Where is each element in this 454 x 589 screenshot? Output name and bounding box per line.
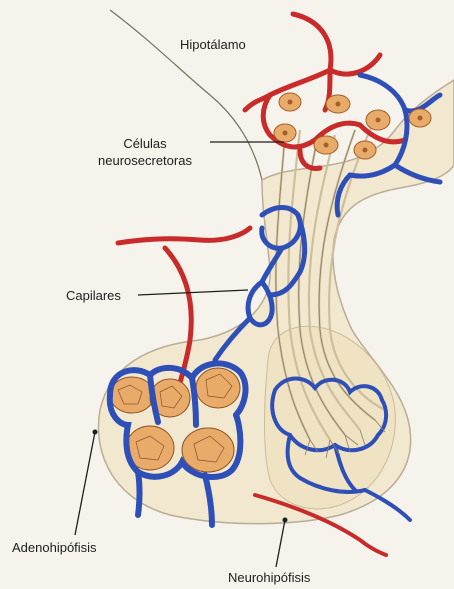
label-hypothalamus: Hipotálamo xyxy=(180,37,246,52)
leader-dot-neuro xyxy=(283,518,288,523)
label-neurohypophysis: Neurohipófisis xyxy=(228,570,310,585)
label-cells-line2: neurosecretoras xyxy=(70,152,220,169)
leader-capillaries xyxy=(138,290,248,295)
label-neurosecretory-cells: Células neurosecretoras xyxy=(70,135,220,169)
cell-cluster xyxy=(182,428,234,472)
superior-hypophyseal-artery xyxy=(118,228,250,243)
leader-adeno xyxy=(75,432,95,535)
label-capillaries: Capilares xyxy=(66,288,121,303)
label-adenohypophysis: Adenohipófisis xyxy=(12,540,97,555)
hypophyseal-vein xyxy=(365,490,410,520)
label-cells-line1: Células xyxy=(70,135,220,152)
leader-dot-adeno xyxy=(93,430,98,435)
leader-neuro xyxy=(276,520,285,567)
cell-cluster xyxy=(196,368,240,408)
cell-cluster xyxy=(110,377,154,413)
